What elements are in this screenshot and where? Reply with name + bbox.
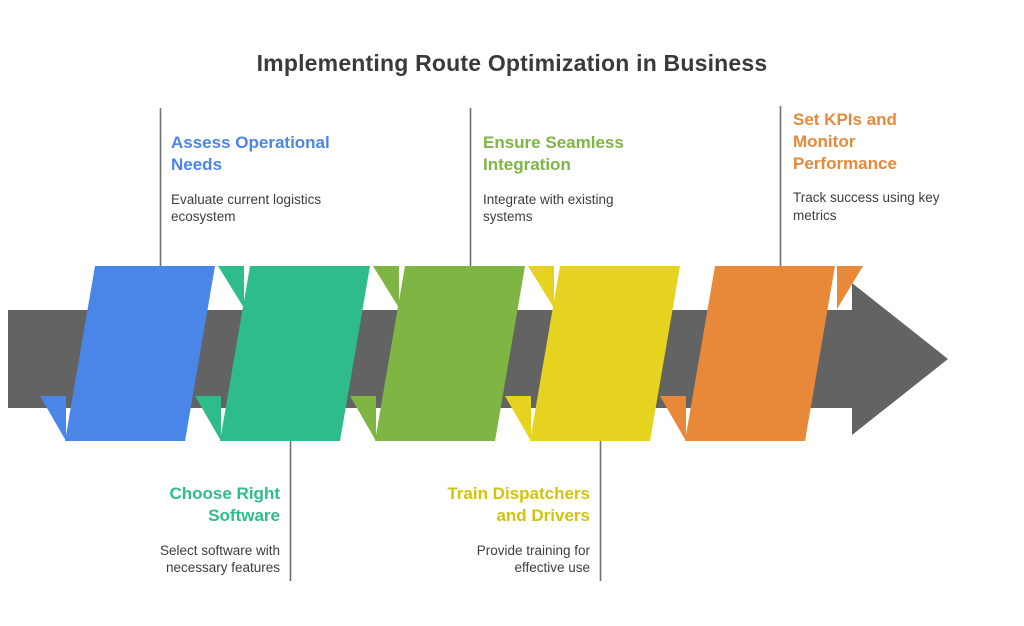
step-2-heading: Choose Right Software [169,484,281,525]
step-3-parallelogram [375,266,525,441]
step-1-description: Evaluate current logistics ecosystem [171,191,322,224]
step-5-fold-top [837,266,863,309]
step-2-label: Choose Right Software Select software wi… [88,483,280,576]
step-2-fold-top [218,266,244,308]
step-4-parallelogram [530,266,680,441]
step-3-description: Integrate with existing systems [483,191,614,224]
step-4-fold-bottom [505,396,531,441]
step-3-fold-top [373,266,399,308]
step-3-fold-bottom [350,396,376,441]
step-4-fold-top [528,266,554,308]
step-5-parallelogram [685,266,835,441]
step-4-description: Provide training for effective use [476,542,590,575]
step-2-parallelogram [220,266,370,441]
step-4-label: Train Dispatchers and Drivers Provide tr… [398,483,590,576]
step-5-label: Set KPIs and Monitor Performance Track s… [793,109,973,224]
step-5-description: Track success using key metrics [793,190,940,223]
step-5-heading: Set KPIs and Monitor Performance [793,110,897,173]
step-2-shape [195,266,370,441]
diagram-title: Implementing Route Optimization in Busin… [256,50,768,76]
step-3-shape [350,266,525,441]
step-3-heading: Ensure Seamless Integration [483,133,624,174]
step-4-heading: Train Dispatchers and Drivers [447,484,590,525]
step-4-shape [505,266,680,441]
step-2-description: Select software with necessary features [159,542,280,575]
step-5-shape [660,266,863,441]
step-1-fold-bottom [40,396,66,441]
step-1-parallelogram [65,266,215,441]
step-2-fold-bottom [195,396,221,441]
step-5-fold-bottom [660,396,686,441]
step-1-shape [40,266,215,441]
step-3-label: Ensure Seamless Integration Integrate wi… [483,132,658,225]
step-1-label: Assess Operational Needs Evaluate curren… [171,132,356,225]
step-1-heading: Assess Operational Needs [171,133,330,174]
